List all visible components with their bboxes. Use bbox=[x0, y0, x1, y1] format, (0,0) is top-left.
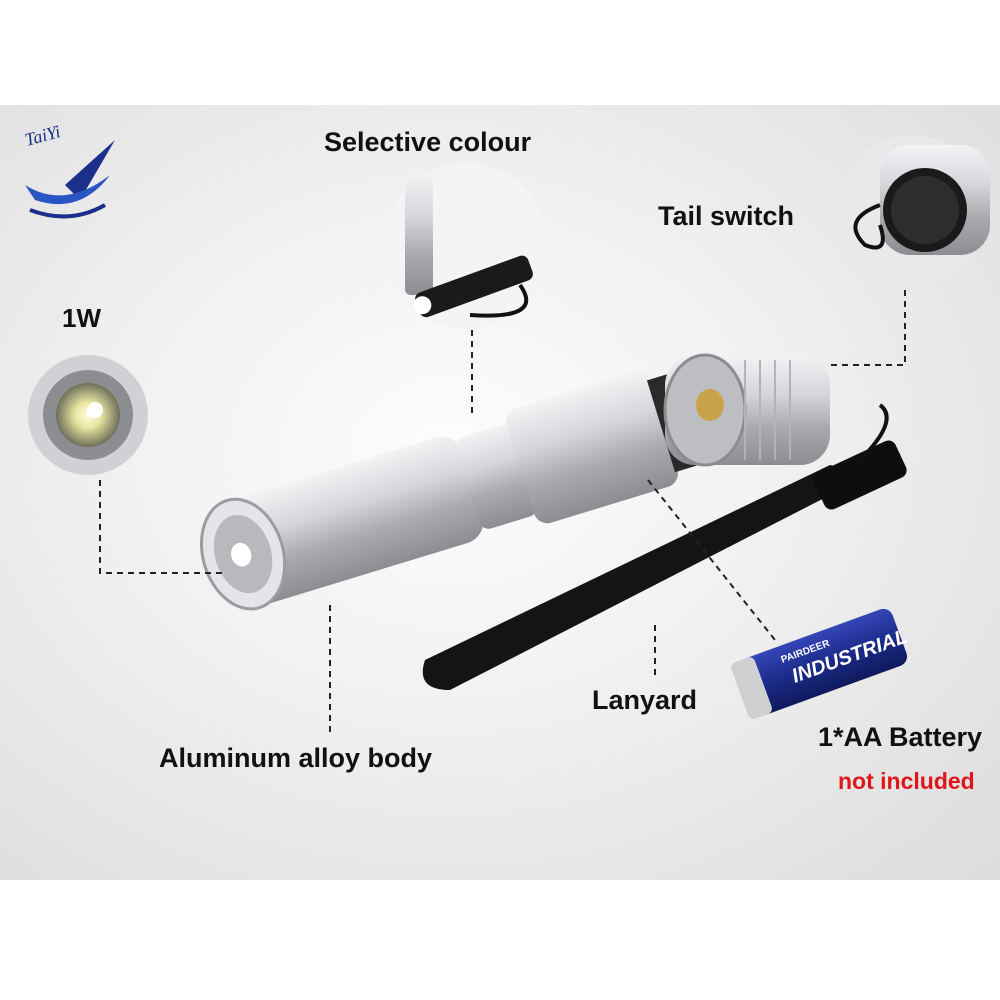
label-lanyard: Lanyard bbox=[592, 685, 698, 715]
logo-icon: TaiYi bbox=[23, 121, 115, 219]
logo-text: TaiYi bbox=[23, 121, 63, 150]
label-tail-switch: Tail switch bbox=[658, 201, 795, 231]
callout-lines bbox=[99, 290, 906, 735]
inset-selective-colour-circle bbox=[383, 163, 549, 329]
label-not-included: not included bbox=[838, 768, 975, 794]
label-battery: 1*AA Battery bbox=[818, 722, 983, 752]
inset-tail-switch-circle bbox=[837, 135, 990, 285]
inset-1w-circle bbox=[28, 355, 148, 475]
lanyard bbox=[422, 403, 907, 690]
label-body: Aluminum alloy body bbox=[159, 743, 433, 773]
aa-battery: INDUSTRIAL PAIRDEER bbox=[731, 608, 910, 719]
label-power: 1W bbox=[62, 303, 101, 333]
label-selective-colour: Selective colour bbox=[324, 127, 532, 157]
tail-cap bbox=[663, 353, 830, 467]
